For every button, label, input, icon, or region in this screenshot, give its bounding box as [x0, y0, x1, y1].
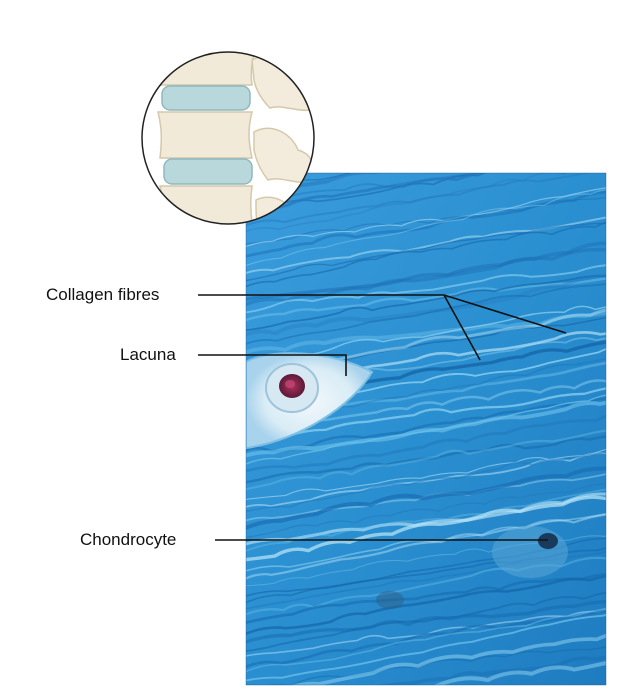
collagen-fibre	[246, 387, 606, 441]
collagen-fibre	[246, 173, 591, 227]
collagen-fibre	[246, 173, 487, 204]
vertebral-column-icon	[141, 51, 315, 225]
collagen-fibre	[246, 400, 606, 458]
tissue-micrograph	[246, 173, 606, 685]
collagen-fibre	[246, 599, 606, 644]
lacuna-label: Lacuna	[120, 345, 176, 364]
collagen-fibre	[246, 609, 606, 669]
collagen-fibre	[265, 646, 606, 685]
collagen-fibre	[246, 513, 606, 580]
collagen-fibre	[246, 495, 606, 562]
collagen-fibre	[246, 574, 606, 636]
collagen-fibre	[246, 189, 606, 267]
collagen-fibres-label: Collagen fibres	[46, 285, 160, 304]
collagen-fibre	[246, 451, 606, 513]
lacuna-chondrocyte-cell	[246, 352, 374, 450]
collagen-fibre	[246, 173, 353, 188]
collagen-fibre	[376, 655, 606, 685]
collagen-fibre	[246, 488, 606, 552]
collagen-fibres-leader	[198, 294, 567, 361]
collagen-fibre	[246, 492, 606, 546]
collagen-fibre	[246, 173, 568, 233]
collagen-fibre	[246, 550, 606, 610]
collagen-fibre	[291, 633, 606, 685]
collagen-fibre	[246, 247, 606, 301]
chondrocyte-cell	[492, 526, 568, 578]
collagen-fibre	[246, 591, 606, 653]
collagen-fibre	[246, 613, 606, 682]
collagen-fibre	[246, 311, 606, 355]
collagen-fibre	[246, 283, 606, 345]
collagen-fibre	[246, 173, 382, 195]
collagen-fibre	[246, 547, 606, 604]
collagen-fibre	[246, 429, 606, 491]
collagen-fibre	[246, 274, 606, 332]
collagen-fibre	[246, 173, 486, 217]
collagen-fibre	[246, 465, 606, 530]
collagen-fibre	[246, 535, 606, 587]
collagen-fibre	[246, 414, 606, 473]
collagen-fibre	[433, 660, 606, 685]
collagen-fibre	[246, 483, 606, 539]
collagen-fibre	[246, 607, 606, 673]
collagen-fibre	[246, 273, 606, 337]
leader-lines	[198, 294, 567, 541]
chondrocyte-label: Chondrocyte	[80, 530, 177, 549]
collagen-fibre	[246, 221, 606, 288]
collagen-fibre	[246, 190, 606, 258]
collagen-fibre	[246, 512, 606, 572]
collagen-fibre	[246, 435, 606, 484]
collagen-fibre	[246, 394, 606, 465]
collagen-fibre	[246, 222, 606, 282]
collagen-fibre	[246, 264, 606, 314]
faint-cell	[376, 591, 404, 609]
collagen-fibre	[246, 277, 606, 322]
lacuna-leader	[198, 354, 347, 376]
collagen-fibre	[246, 448, 606, 500]
